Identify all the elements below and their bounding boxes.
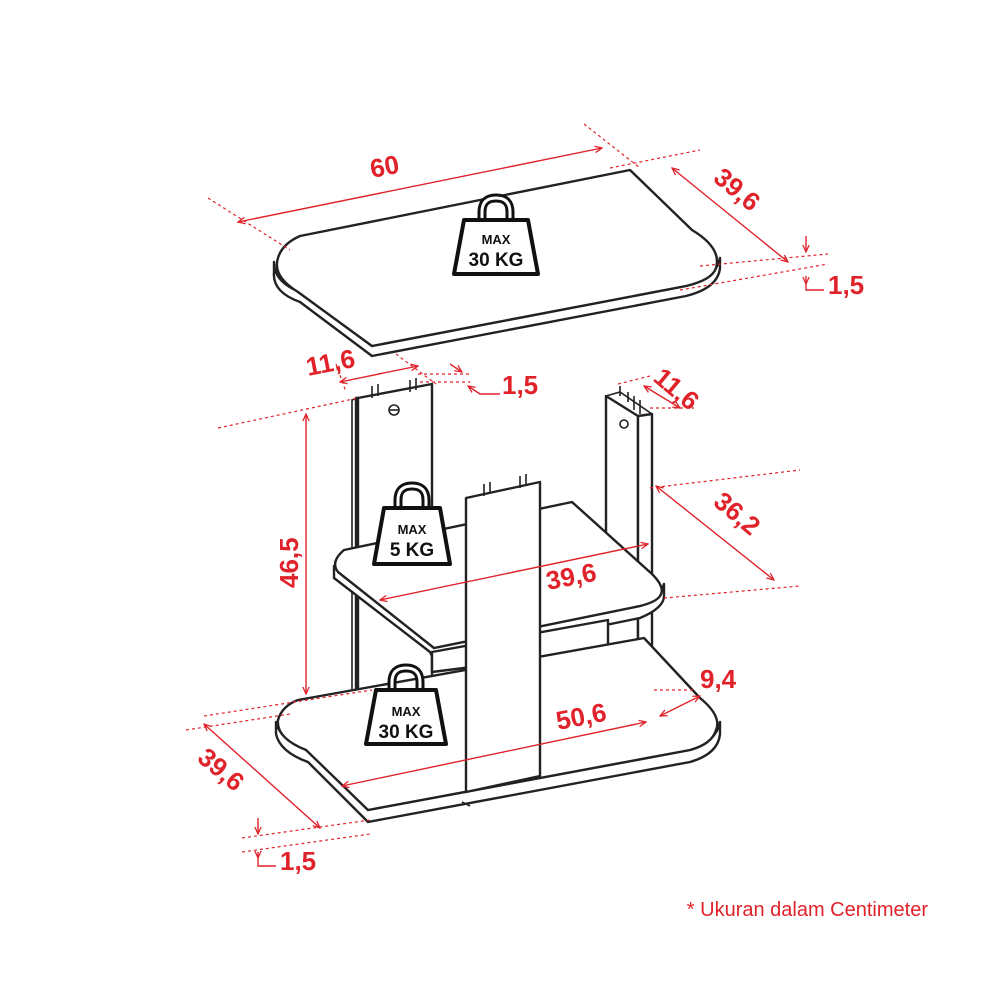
- dim-base-offset: 9,4: [700, 664, 737, 694]
- weight-shelf-load: 5 KG: [390, 540, 434, 561]
- dim-top-width: 60: [367, 149, 401, 184]
- weight-icon-base: MAX 30 KG: [364, 663, 448, 746]
- weight-base-load: 30 KG: [379, 722, 434, 743]
- dim-left-post-width: 11,6: [303, 343, 357, 382]
- dim-base-depth: 39,6: [192, 742, 250, 798]
- cam-lock-hole-right: [619, 419, 629, 429]
- weight-top-max: MAX: [482, 232, 511, 247]
- dim-post-height: 46,5: [274, 537, 304, 588]
- weight-top-load: 30 KG: [469, 250, 524, 271]
- dim-shelf-depth: 36,2: [708, 486, 766, 542]
- dimension-labels: 60 39,6 1,5 11,6 1,5 11,6 46,5 36,2 39,6…: [192, 149, 864, 876]
- dim-left-post-thickness: 1,5: [502, 370, 538, 400]
- units-note: * Ukuran dalam Centimeter: [687, 899, 929, 921]
- weight-base-max: MAX: [392, 704, 421, 719]
- weight-icon-top: MAX 30 KG: [452, 193, 540, 276]
- front-post: [464, 474, 542, 794]
- dim-top-thickness: 1,5: [828, 270, 864, 300]
- dim-base-thickness: 1,5: [280, 846, 316, 876]
- dimension-lines: [185, 123, 829, 867]
- weight-icon-shelf: MAX 5 KG: [372, 481, 452, 566]
- dim-top-depth: 39,6: [708, 162, 766, 218]
- weight-shelf-max: MAX: [398, 522, 427, 537]
